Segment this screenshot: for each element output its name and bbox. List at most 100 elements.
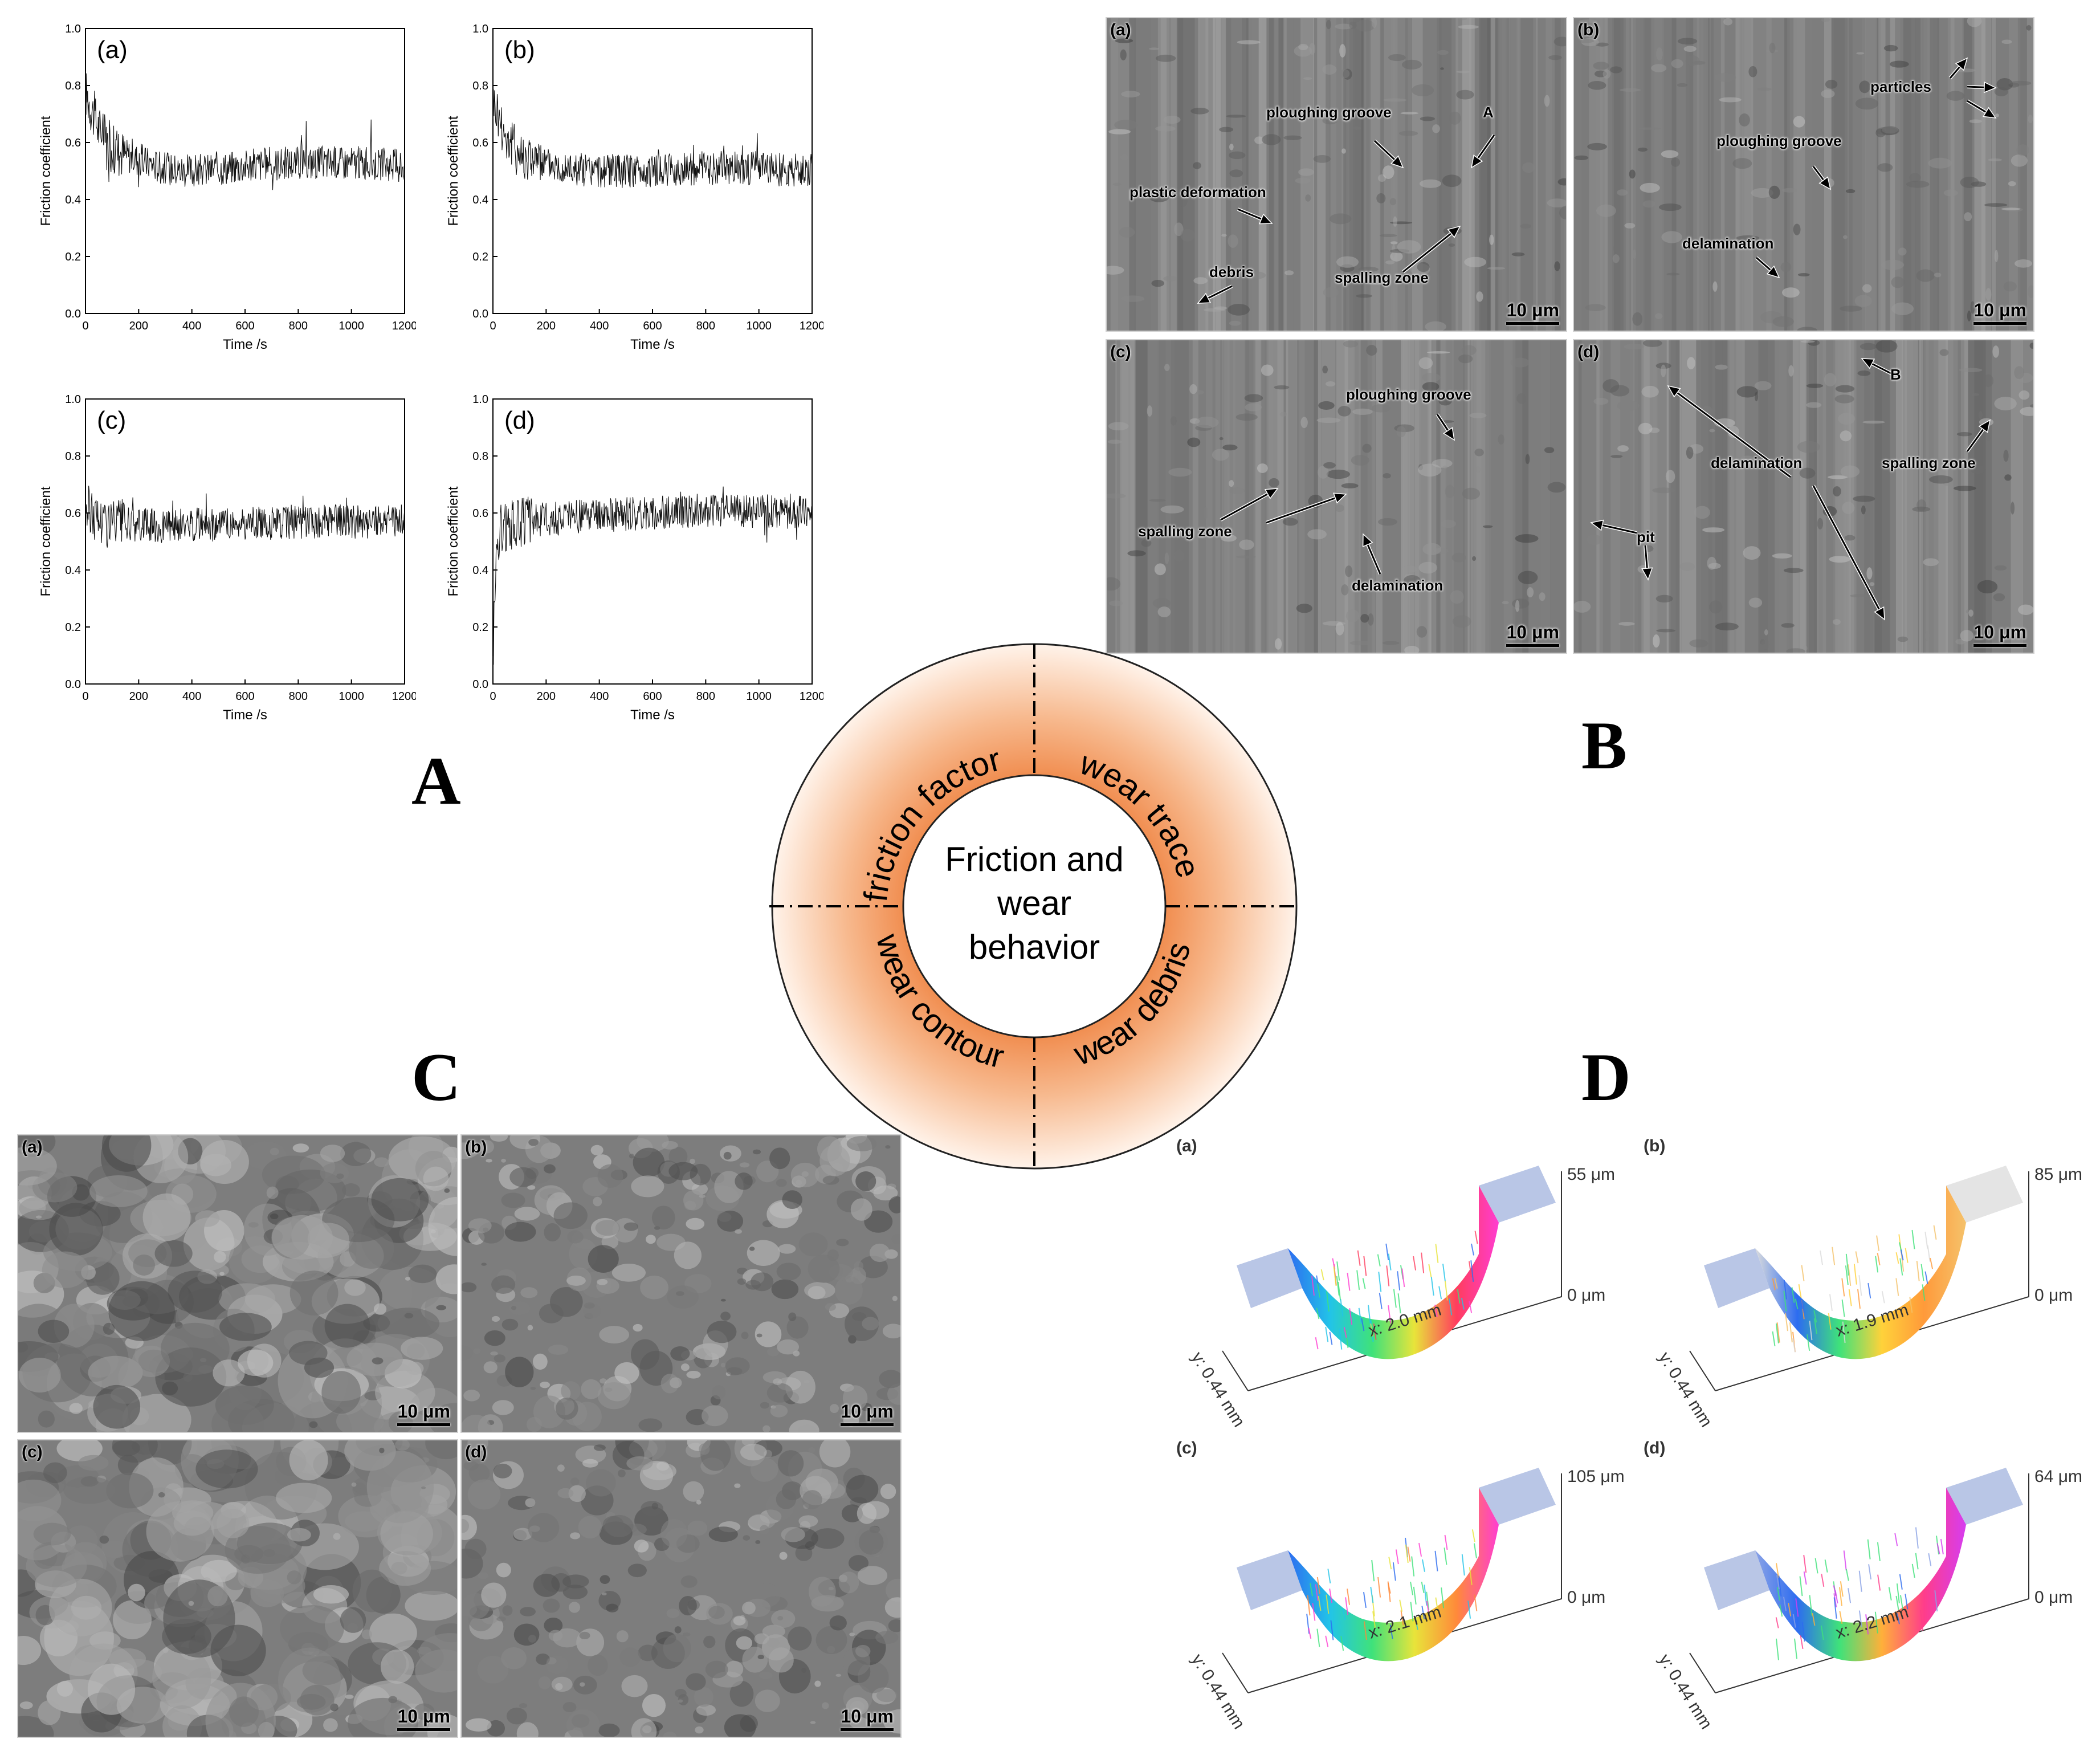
panel-tag: (c) — [22, 1443, 43, 1461]
profile-roughness-streak — [1357, 1250, 1361, 1266]
wear-debris-panel-a: (a)10 μm — [17, 1134, 458, 1433]
profile-roughness-streak — [1461, 1554, 1465, 1576]
profile-y-axis — [1689, 1652, 1716, 1693]
profile-roughness-streak — [1444, 1281, 1448, 1301]
profile-roughness-streak — [1349, 1308, 1353, 1325]
profile-z-min-label: 0 μm — [2034, 1588, 2073, 1607]
profile-roughness-streak — [1820, 1625, 1824, 1640]
sem-annotation-label: spalling zone — [1138, 523, 1232, 540]
profile-roughness-streak — [1345, 1597, 1349, 1615]
profile-roughness-streak — [1322, 1599, 1326, 1611]
profile-roughness-streak — [1368, 1305, 1371, 1326]
profile-roughness-streak — [1820, 1250, 1824, 1265]
profile-roughness-streak — [1775, 1323, 1779, 1343]
profile-roughness-streak — [1310, 1583, 1313, 1597]
profile-roughness-streak — [1841, 1278, 1845, 1297]
profile-roughness-streak — [1821, 1574, 1825, 1587]
y-tick-label: 0.4 — [65, 564, 81, 577]
annotation-arrow — [1237, 208, 1262, 220]
profile-roughness-streak — [1470, 1260, 1474, 1282]
profile-roughness-streak — [1424, 1585, 1428, 1606]
scale-bar-label: 10 μm — [397, 1401, 450, 1422]
profile-y-label: y: 0.44 mm — [1188, 1349, 1249, 1430]
annotation-arrowhead — [1470, 154, 1483, 169]
profile-roughness-streak — [1833, 1593, 1837, 1607]
annotation-arrowhead — [1197, 292, 1212, 304]
profile-roughness-streak — [1407, 1546, 1411, 1562]
profile-right-plate — [1479, 1166, 1556, 1223]
profile-roughness-streak — [1426, 1591, 1430, 1610]
profile-roughness-streak — [1899, 1258, 1903, 1276]
profile-roughness-streak — [1930, 1257, 1934, 1269]
profile-z-min-label: 0 μm — [2034, 1286, 2073, 1305]
annotation-arrow — [1373, 140, 1396, 161]
profile-roughness-streak — [1325, 1635, 1329, 1647]
annotation-arrowhead — [1362, 533, 1373, 548]
profile-roughness-streak — [1807, 1334, 1811, 1351]
panel-tag: (b) — [465, 1138, 487, 1156]
profile-roughness-streak — [1392, 1562, 1396, 1581]
profile-roughness-streak — [1397, 1293, 1401, 1314]
profile-roughness-streak — [1342, 1607, 1346, 1620]
annotation-arrowhead — [1766, 265, 1780, 279]
profile-roughness-streak — [1421, 1252, 1425, 1273]
profile-right-plate — [1946, 1468, 2023, 1525]
profile-roughness-streak — [1387, 1581, 1391, 1602]
annotation-arrow — [1644, 545, 1648, 569]
plot-frame — [492, 398, 813, 685]
profile-roughness-streak — [1899, 1595, 1903, 1610]
profile-roughness-streak — [1386, 1265, 1390, 1286]
profile-roughness-streak — [1473, 1543, 1477, 1559]
section-label-d: D — [1581, 1039, 1631, 1115]
annotation-arrow — [1812, 485, 1880, 610]
profile-panel-tag: (a) — [1176, 1137, 1197, 1155]
profile-roughness-streak — [1449, 1298, 1453, 1316]
profile-roughness-streak — [1848, 1588, 1852, 1603]
profile-z-max-label: 85 μm — [2034, 1165, 2082, 1184]
sem-texture — [462, 1440, 900, 1737]
panel-tag: (c) — [1110, 343, 1131, 361]
profile-roughness-streak — [1371, 1559, 1375, 1582]
scale-bar-label: 10 μm — [1973, 300, 2026, 320]
profile-roughness-streak — [1845, 1569, 1849, 1581]
ring-center-line-3: behavior — [969, 928, 1100, 966]
profile-roughness-streak — [1373, 1323, 1377, 1340]
annotation-arrow — [1677, 392, 1791, 478]
profile-roughness-streak — [1934, 1590, 1938, 1612]
profile-roughness-streak — [1772, 1278, 1776, 1290]
x-tick-label: 0 — [490, 320, 496, 332]
profile-roughness-streak — [1877, 1542, 1881, 1561]
sem-image — [18, 1440, 457, 1737]
profile-roughness-streak — [1867, 1282, 1871, 1298]
annotation-arrowhead — [1447, 225, 1461, 238]
sem-annotation-label: ploughing groove — [1716, 132, 1842, 149]
panel-tag: (a) — [1110, 21, 1131, 39]
scale-bar-label: 10 μm — [841, 1401, 894, 1422]
sem-annotation-label: particles — [1870, 78, 1931, 95]
profile-roughness-streak — [1421, 1606, 1425, 1620]
profile-roughness-streak — [1430, 1277, 1434, 1296]
profile-roughness-streak — [1405, 1544, 1409, 1563]
x-tick-label: 1000 — [339, 690, 364, 703]
sem-texture — [1574, 340, 2033, 653]
profile-roughness-streak — [1812, 1612, 1816, 1626]
profile-roughness-streak — [1927, 1245, 1931, 1262]
profile-left-plate — [1237, 1248, 1302, 1308]
x-axis-label: Time /s — [630, 337, 675, 352]
profile-roughness-streak — [1865, 1614, 1869, 1635]
profile-roughness-streak — [1467, 1601, 1471, 1619]
profile-roughness-streak — [1330, 1620, 1334, 1640]
profile-roughness-streak — [1345, 1329, 1349, 1349]
scale-bar: 10 μm — [841, 1401, 894, 1426]
scale-bar-label: 10 μm — [1506, 622, 1559, 642]
profile-roughness-streak — [1457, 1289, 1461, 1304]
annotation-arrowhead — [1333, 492, 1347, 504]
profile-roughness-streak — [1876, 1235, 1880, 1251]
profile-roughness-streak — [1839, 1611, 1843, 1624]
sem-texture — [1107, 340, 1566, 653]
profile-roughness-streak — [1833, 1597, 1837, 1619]
profile-axis-frame — [1247, 1171, 1562, 1391]
sem-image — [1107, 18, 1566, 331]
